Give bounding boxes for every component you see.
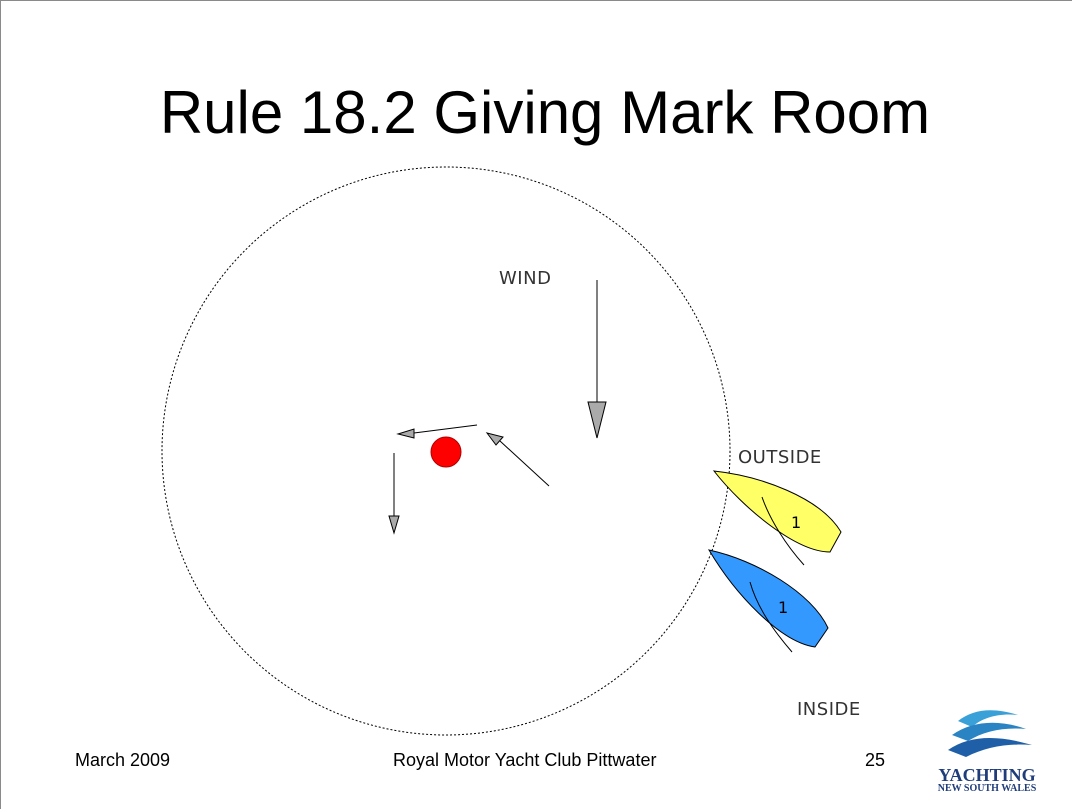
outside-boat-sail	[761, 496, 805, 566]
footer-page-number: 25	[865, 750, 886, 770]
zone-circle	[161, 166, 731, 736]
wind-label: WIND	[499, 268, 552, 289]
outside-boat	[712, 470, 842, 566]
exit-arrow	[388, 453, 400, 535]
approach-arrow	[485, 432, 550, 487]
wind-arrow	[587, 280, 607, 439]
yachting-nsw-logo: YACHTING NEW SOUTH WALES	[928, 705, 1058, 795]
footer-club: Royal Motor Yacht Club Pittwater	[393, 750, 657, 770]
rounding-arrow	[396, 424, 478, 439]
outside-boat-number: 1	[791, 513, 801, 532]
inside-boat-sail	[749, 581, 793, 653]
outside-label: OUTSIDE	[738, 447, 822, 468]
inside-boat-number: 1	[778, 598, 788, 617]
waves-icon	[948, 710, 1032, 757]
logo-text-nsw: NEW SOUTH WALES	[937, 783, 1037, 794]
footer-date: March 2009	[75, 750, 171, 770]
mark-circle	[430, 436, 462, 468]
inside-label: INSIDE	[797, 699, 861, 720]
slide-title: Rule 18.2 Giving Mark Room	[159, 79, 931, 146]
logo-text-yachting: YACHTING	[938, 765, 1036, 785]
inside-boat	[707, 549, 829, 653]
